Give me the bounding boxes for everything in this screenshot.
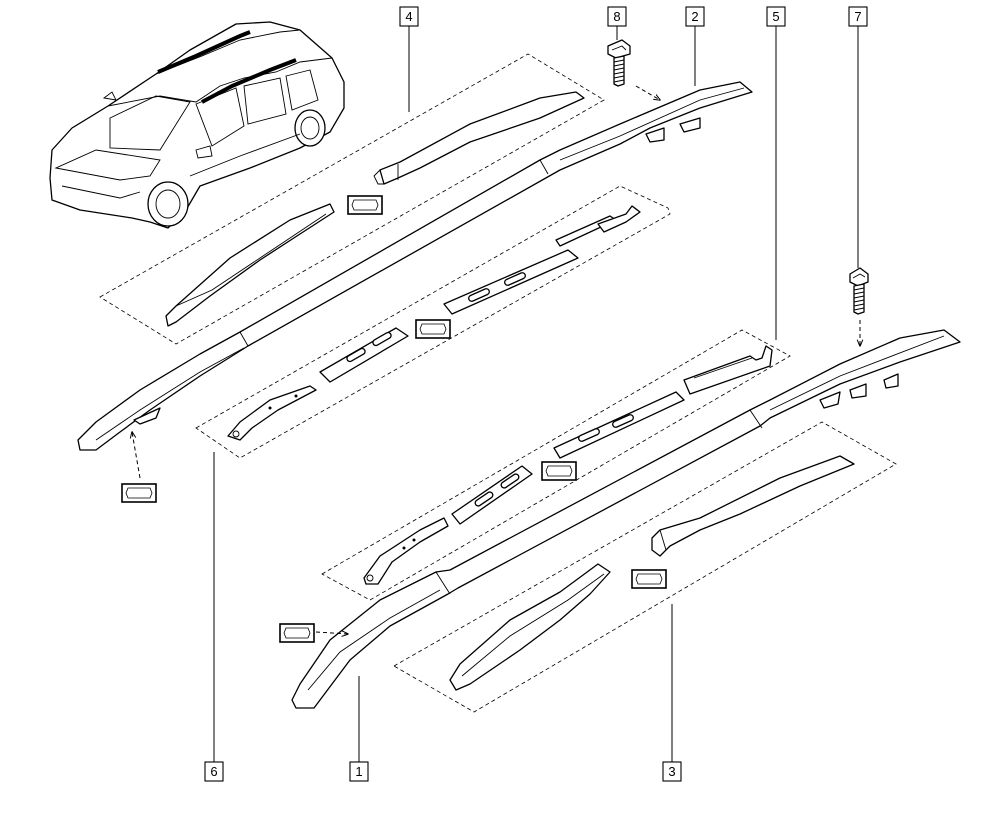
vehicle-thumbnail	[49, 21, 345, 229]
screw-7	[849, 267, 869, 315]
part-5-roof-rail	[291, 329, 961, 709]
callout-1: 1	[349, 761, 369, 782]
assembly-arrows	[132, 85, 860, 634]
callout-3: 3	[662, 761, 682, 782]
lubricant-symbol	[541, 461, 577, 481]
part-5-clip-group	[321, 329, 791, 601]
lubricant-symbol	[415, 319, 451, 339]
callout-8: 8	[607, 6, 627, 27]
lubricant-symbol	[347, 195, 383, 215]
callout-label: 3	[668, 764, 675, 779]
part-4-group	[99, 53, 605, 345]
callout-label: 5	[772, 9, 779, 24]
callout-label: 8	[613, 9, 620, 24]
callout-2: 2	[685, 6, 705, 27]
screw-8	[607, 39, 631, 87]
part-2-roof-rail	[77, 81, 753, 451]
part-6-group	[195, 185, 671, 459]
callout-label: 6	[210, 764, 217, 779]
leader-lines	[213, 26, 859, 762]
adhesive-symbol	[121, 483, 157, 503]
callout-label: 2	[691, 9, 698, 24]
callout-label: 7	[854, 9, 861, 24]
callout-7: 7	[848, 6, 868, 27]
callout-6: 6	[204, 761, 224, 782]
part-3-group	[393, 421, 897, 713]
callout-5: 5	[766, 6, 786, 27]
callout-4: 4	[399, 6, 419, 27]
lubricant-symbol	[631, 569, 667, 589]
callout-label: 1	[355, 764, 362, 779]
callout-label: 4	[405, 9, 412, 24]
adhesive-symbol	[279, 623, 315, 643]
